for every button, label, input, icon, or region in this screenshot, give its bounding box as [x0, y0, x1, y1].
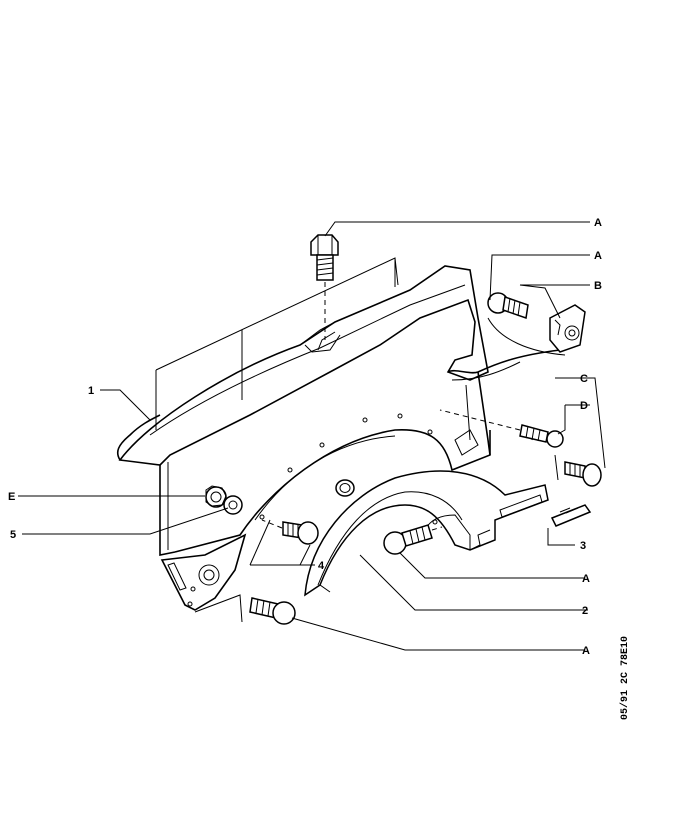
fender-grommet	[335, 479, 355, 497]
rear-clip-bracket	[487, 304, 586, 356]
fender-holes	[187, 413, 433, 607]
callout-a-top: A	[594, 217, 602, 229]
lower-bolt-bottom	[249, 597, 296, 625]
top-hex-bolt	[310, 234, 339, 340]
callout-1: 1	[88, 385, 94, 397]
callout-3: 3	[580, 540, 586, 552]
push-rivet-4	[261, 519, 319, 545]
callout-5: 5	[10, 529, 16, 541]
callout-c: C	[580, 373, 588, 385]
nut-e	[205, 485, 227, 508]
fender-panel	[116, 265, 561, 556]
push-rivet-c	[554, 454, 602, 487]
callout-a-middle: A	[582, 573, 590, 585]
callout-d: D	[580, 400, 588, 412]
callout-labels: A A B C D E 1 5 4 3 A 2 A	[8, 217, 602, 657]
lower-bolt-middle	[383, 524, 443, 555]
callout-2: 2	[582, 605, 588, 617]
reference-code: 05/91 2C 78E10	[619, 636, 631, 720]
rear-upper-bolt	[487, 292, 529, 320]
callout-a-rear: A	[594, 250, 602, 262]
callout-4: 4	[318, 560, 325, 572]
leader-lines	[18, 221, 606, 651]
alignment-lines	[155, 257, 399, 430]
wheel-arch-liner	[304, 470, 549, 597]
callout-e: E	[8, 491, 15, 503]
callout-a-bottom: A	[582, 645, 590, 657]
clip-part-3	[550, 504, 592, 527]
screw-d	[439, 409, 564, 448]
washer-5	[223, 495, 243, 515]
callout-b: B	[594, 280, 602, 292]
front-lower-bracket	[160, 533, 247, 623]
